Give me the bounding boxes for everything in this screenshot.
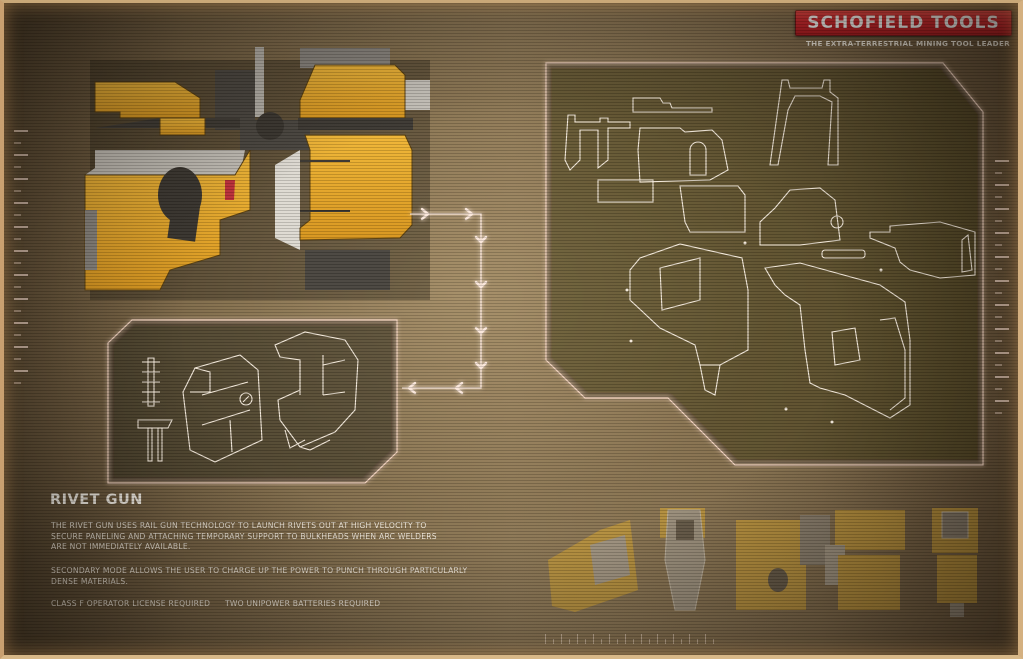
product-description: THE RIVET GUN USES RAIL GUN TECHNOLOGY T… (51, 521, 531, 553)
secondary-mode-description: SECONDARY MODE ALLOWS THE USER TO CHARGE… (51, 566, 531, 587)
thumbnail-angled-view (548, 520, 638, 612)
brand-logo: SCHOFIELD TOOLS (795, 10, 1012, 36)
description-line: SECURE PANELING AND ATTACHING TEMPORARY … (51, 531, 437, 541)
description-line: DENSE MATERIALS. (51, 576, 129, 586)
brand-tagline: THE EXTRA-TERRESTRIAL MINING TOOL LEADER (805, 39, 1010, 48)
requirement-license: CLASS F OPERATOR LICENSE REQUIRED (51, 599, 211, 608)
thumbnail-side-view (736, 510, 905, 610)
rivet-gun-render (84, 47, 430, 300)
thumbnail-top-view (660, 508, 706, 611)
view-thumbnails (548, 508, 978, 617)
detail-schematic-panel (107, 319, 398, 484)
right-ruler (995, 160, 1009, 424)
description-line: SECONDARY MODE ALLOWS THE USER TO CHARGE… (51, 566, 468, 575)
description-line: ARE NOT IMMEDIATELY AVAILABLE. (51, 542, 191, 551)
bottom-ruler (545, 632, 725, 644)
left-ruler (14, 130, 28, 394)
thumbnail-front-view (932, 508, 978, 617)
product-title: RIVET GUN (50, 492, 143, 508)
description-line: THE RIVET GUN USES RAIL GUN TECHNOLOGY T… (51, 521, 427, 530)
exploded-schematic-panel (545, 62, 984, 466)
requirements: CLASS F OPERATOR LICENSE REQUIRED TWO UN… (51, 599, 392, 608)
requirement-batteries: TWO UNIPOWER BATTERIES REQUIRED (224, 599, 381, 608)
